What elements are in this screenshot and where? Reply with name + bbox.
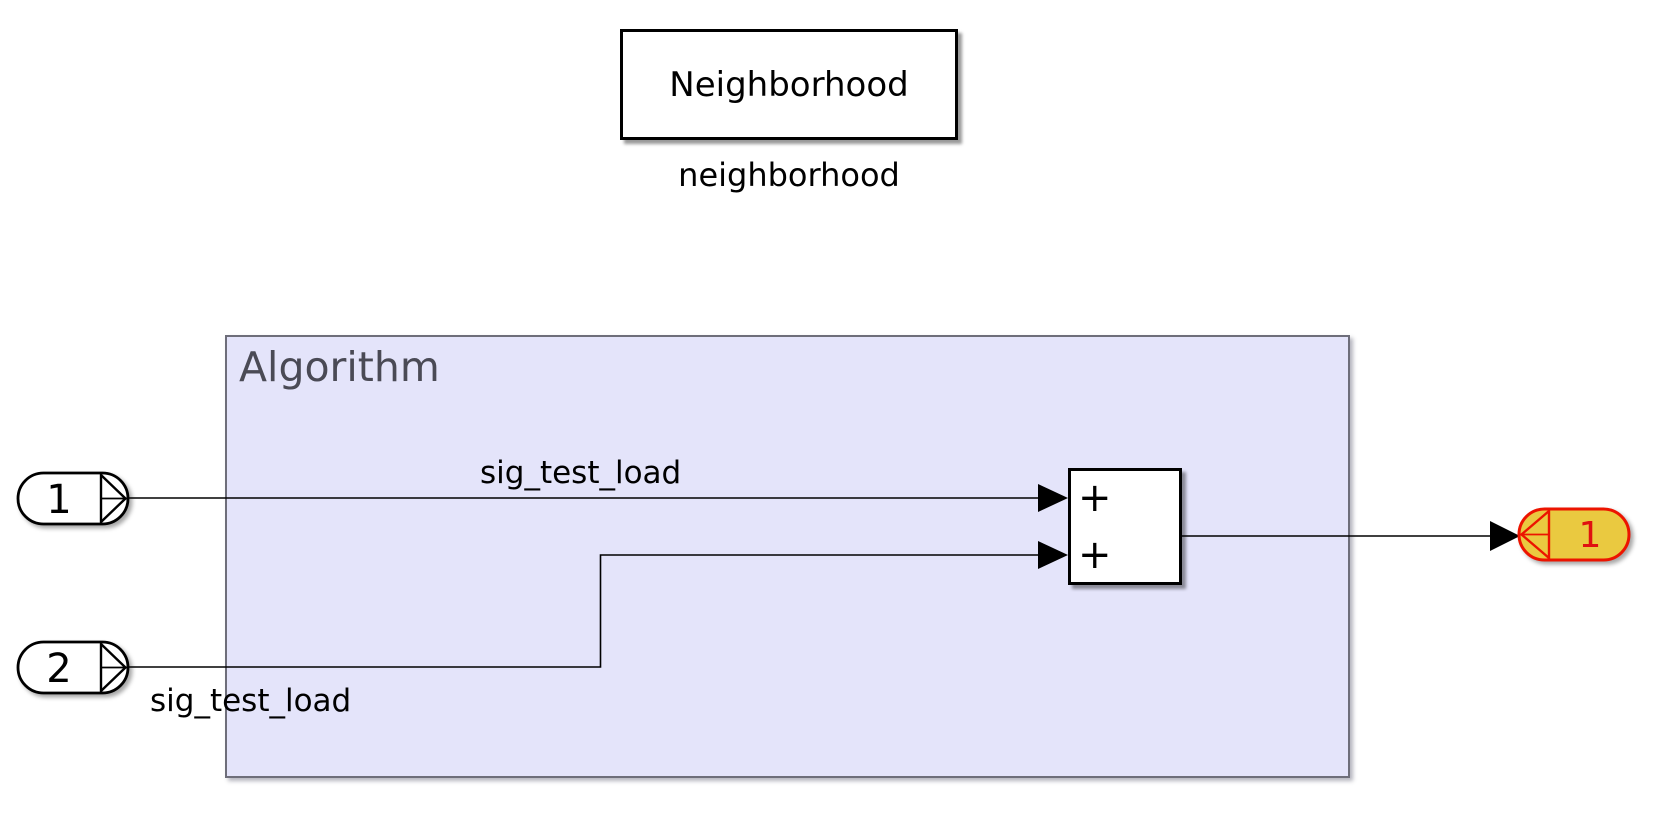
subsystem-block-title: Neighborhood: [669, 64, 909, 105]
signal-wire-3[interactable]: [1181, 521, 1520, 551]
wire-arrowhead-icon: [1038, 541, 1068, 569]
outport-arrow-icon: [1519, 510, 1551, 559]
sum-plus-sign-1: +: [1078, 475, 1112, 521]
signal-label-2[interactable]: sig_test_load: [150, 683, 352, 719]
signal-label-1[interactable]: sig_test_load: [480, 455, 682, 491]
wire-arrowhead-icon: [1490, 521, 1520, 551]
signal-wire-1[interactable]: [126, 484, 1068, 512]
inport-number: 1: [46, 477, 71, 523]
inport-number: 2: [46, 646, 71, 692]
subsystem-block-caption[interactable]: neighborhood: [678, 156, 900, 194]
inport-arrow-icon: [99, 643, 128, 692]
outport-number: 1: [1579, 515, 1602, 556]
wire-arrowhead-icon: [1038, 484, 1068, 512]
outport-1-block[interactable]: 1: [1516, 506, 1632, 563]
algorithm-area-title[interactable]: Algorithm: [239, 343, 440, 391]
sum-block[interactable]: + +: [1068, 468, 1182, 585]
sum-plus-sign-2: +: [1078, 532, 1112, 578]
inport-1-block[interactable]: 1: [15, 470, 131, 527]
inport-arrow-icon: [99, 474, 128, 523]
inport-2-block[interactable]: 2: [15, 639, 131, 696]
signal-wire-2[interactable]: [127, 541, 1068, 668]
subsystem-block-neighborhood[interactable]: Neighborhood: [620, 29, 958, 140]
